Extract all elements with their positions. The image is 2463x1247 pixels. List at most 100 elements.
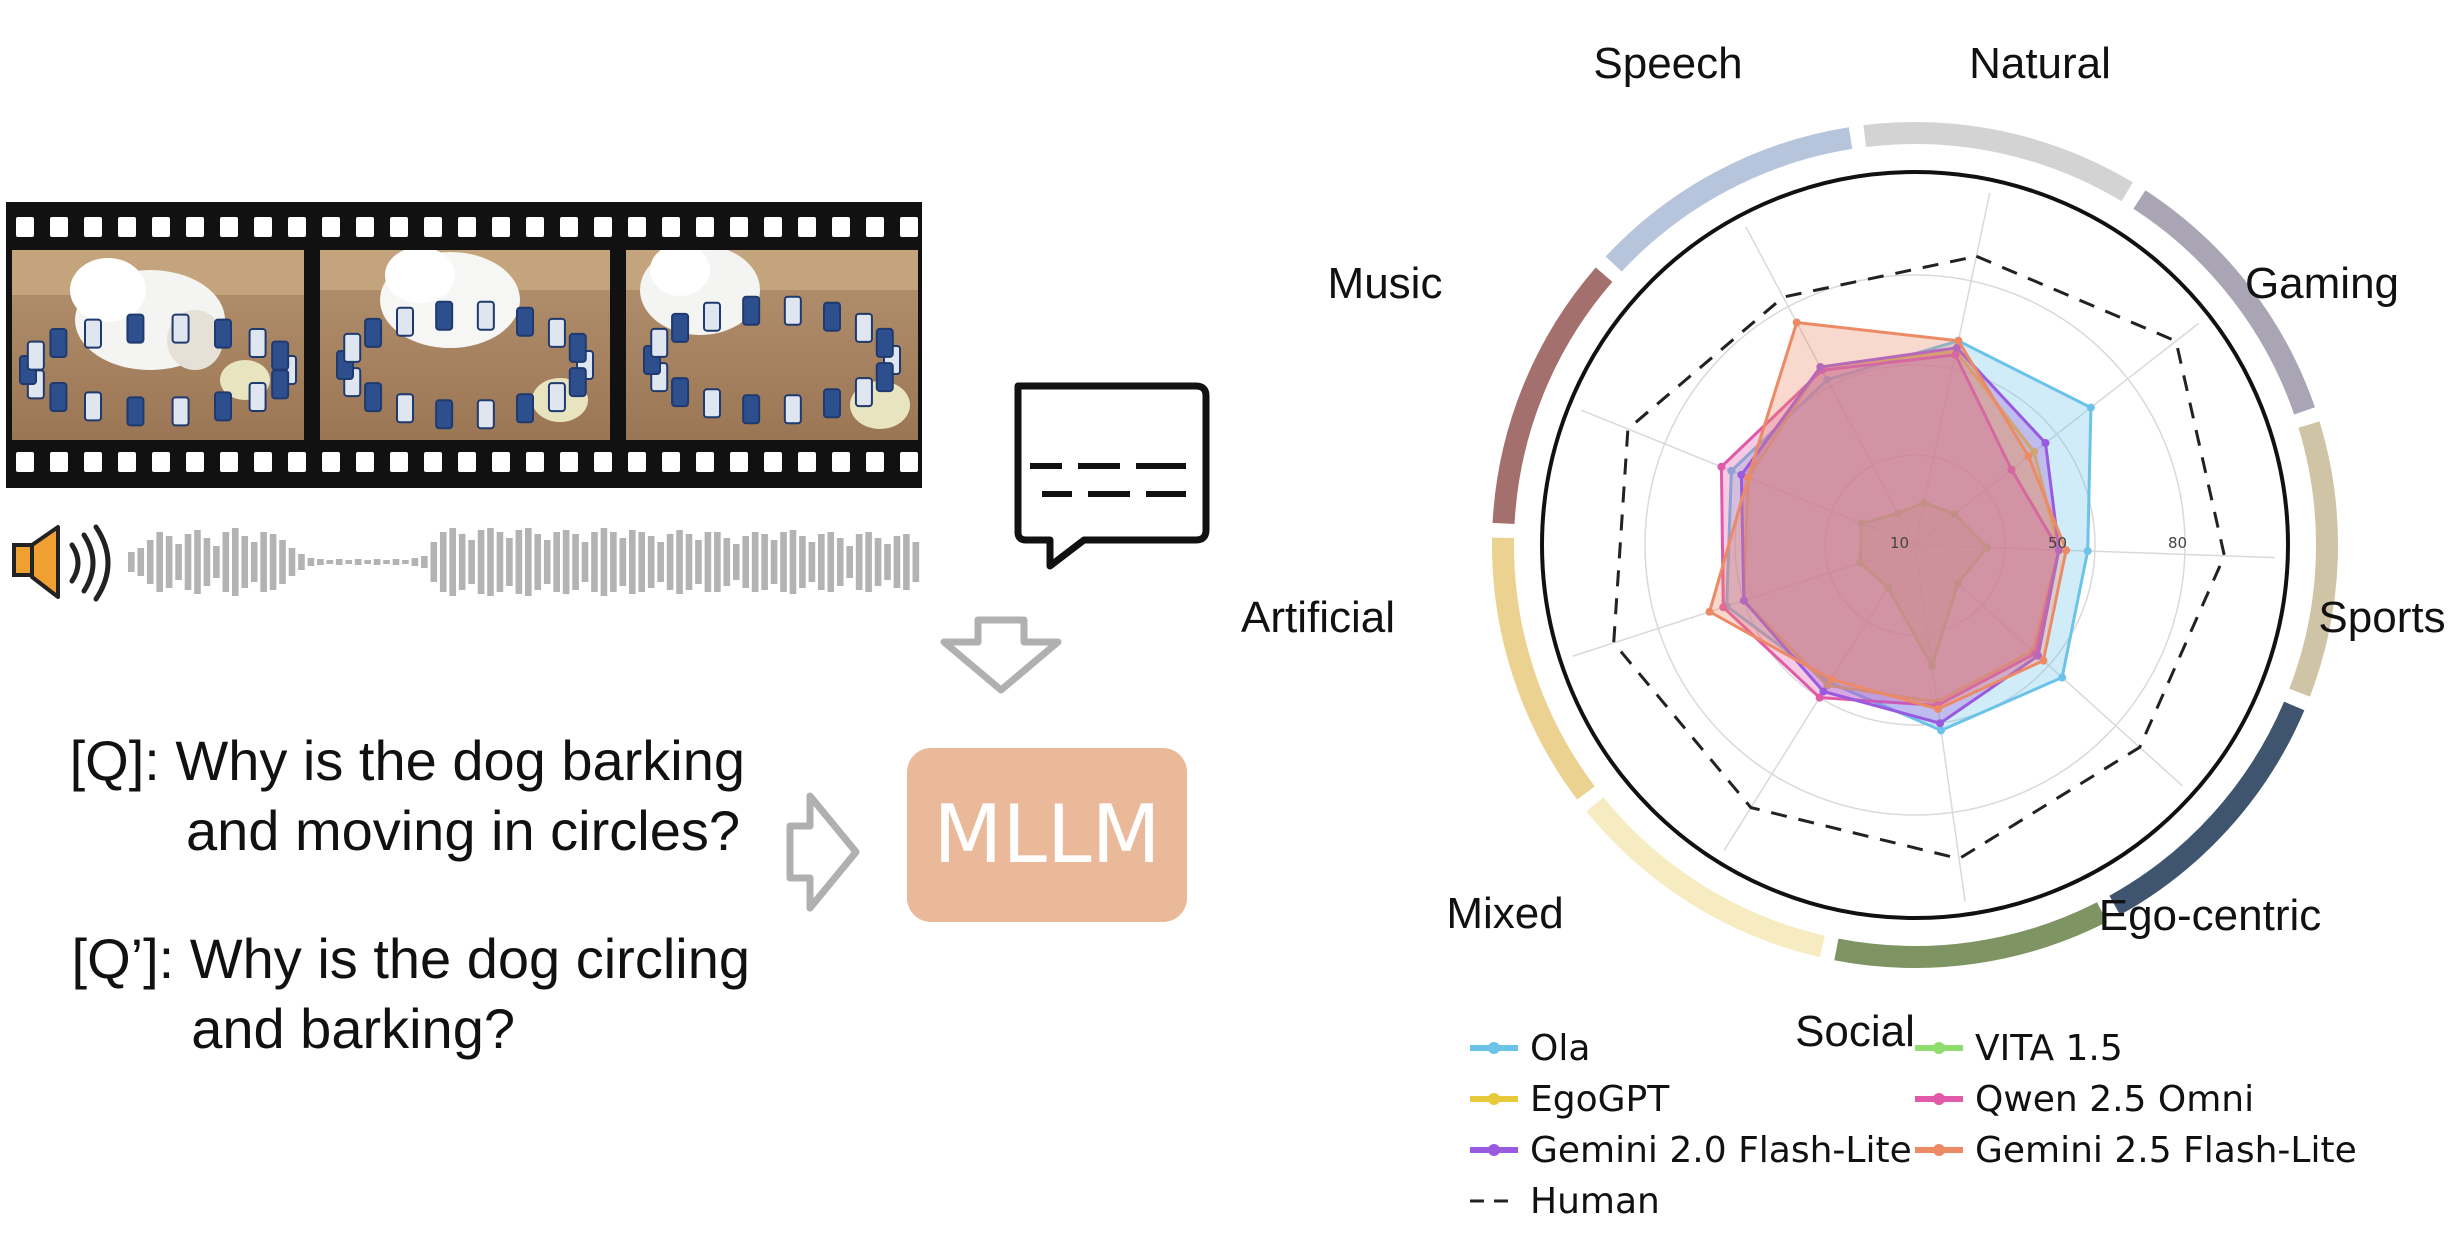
series-point: [1815, 693, 1824, 702]
perforation: [832, 452, 850, 472]
legend-item: EgoGPT: [1470, 1079, 1670, 1120]
waveform-bar: [827, 532, 835, 592]
waveform-bar: [666, 534, 674, 590]
category-label: Artificial: [1241, 593, 1395, 642]
series-vita-1-5: [1858, 501, 1990, 670]
waveform-bar: [732, 544, 740, 580]
waveform-bar: [137, 548, 145, 576]
perforation: [594, 217, 612, 237]
perforation: [322, 452, 340, 472]
can: [126, 313, 145, 344]
waveform-bar: [184, 534, 192, 590]
waveform-bar: [525, 528, 532, 596]
can: [396, 393, 414, 424]
waveform-bar: [628, 530, 636, 594]
grid-circle: [1644, 274, 2186, 816]
perforation: [254, 452, 272, 472]
waveform-bar: [298, 554, 305, 570]
category-label: Sports: [2318, 593, 2445, 642]
perforation: [492, 217, 510, 237]
can: [214, 318, 232, 349]
grid-spoke: [1914, 322, 2200, 546]
waveform-bar: [439, 532, 447, 592]
perforation: [900, 217, 918, 237]
waveform-bar: [146, 540, 154, 584]
can: [783, 295, 802, 326]
waveform-bar: [307, 558, 315, 566]
paraphrase-line-1: [Q’]: Why is the dog circling: [72, 927, 750, 990]
series-point: [1739, 596, 1748, 605]
perforation: [662, 452, 680, 472]
waveform-bar: [345, 560, 353, 564]
series-point: [1744, 473, 1753, 482]
waveform-bar: [241, 536, 249, 588]
perforation: [186, 452, 204, 472]
can: [26, 340, 45, 371]
waveform-bar: [156, 532, 163, 592]
grid-spoke: [1914, 544, 2275, 559]
series-point: [1919, 498, 1928, 507]
category-label: Ego-centric: [2099, 891, 2322, 940]
can: [854, 377, 873, 408]
video-frame-3: [626, 250, 918, 440]
series-point: [1952, 343, 1961, 352]
can: [568, 367, 587, 398]
perforation: [152, 452, 170, 472]
category-labels: NaturalGamingSportsEgo-centricSocialMixe…: [1241, 39, 2446, 1056]
waveform-bar: [647, 536, 655, 588]
can: [248, 328, 267, 359]
series-point: [1819, 687, 1828, 696]
legend-item: Human: [1470, 1181, 1660, 1222]
can: [742, 295, 761, 326]
question-line-2: and moving in circles?: [186, 799, 740, 862]
cans-layer: [19, 295, 901, 430]
waveform-bar: [534, 534, 542, 590]
can: [671, 312, 690, 343]
category-ring: [1492, 122, 2338, 968]
series-point: [1934, 704, 1943, 713]
series-gemini-2-5-flash-lite: [1707, 320, 2068, 711]
perforation: [560, 217, 578, 237]
series-point: [1936, 719, 1945, 728]
grid-spoke: [1745, 226, 1916, 546]
legend-item: Gemini 2.5 Flash-Lite: [1915, 1130, 2357, 1171]
waveform-bar: [203, 538, 211, 586]
question-line-1: [Q]: Why is the dog barking: [70, 729, 745, 792]
can: [84, 318, 102, 349]
category-label: Mixed: [1446, 889, 1563, 938]
waveform-bar: [610, 532, 617, 592]
audio-waveform: [128, 528, 920, 596]
waveform-bar: [799, 536, 806, 588]
series-point: [2034, 651, 2043, 660]
perforation: [594, 452, 612, 472]
waveform-bar: [780, 532, 787, 592]
can: [271, 369, 290, 400]
series-point: [1856, 558, 1865, 567]
can: [671, 377, 690, 408]
waveform-bar: [846, 546, 853, 578]
subtitle-bubble-icon: [1014, 382, 1210, 570]
category-ring-segment: [2289, 421, 2338, 697]
series-point: [1954, 336, 1963, 345]
perforation: [798, 452, 816, 472]
grid-spoke: [1914, 192, 1991, 546]
series-point: [1719, 603, 1728, 612]
waveform-bar: [818, 534, 825, 590]
can: [364, 382, 383, 413]
can: [875, 327, 894, 358]
series-human: [1612, 254, 2226, 861]
perforation: [662, 217, 680, 237]
waveform-bar: [194, 530, 201, 594]
legend-item: Qwen 2.5 Omni: [1915, 1079, 2254, 1120]
can: [568, 332, 587, 363]
waveform-bar: [893, 536, 901, 588]
legend-label: EgoGPT: [1530, 1079, 1670, 1120]
perforation: [458, 217, 476, 237]
waveform-bar: [657, 542, 664, 582]
series-point: [1857, 519, 1866, 528]
can: [396, 306, 414, 337]
category-ring-segment: [1834, 902, 2108, 968]
can: [854, 312, 873, 343]
mllm-box: MLLM: [907, 748, 1187, 922]
perforation: [152, 217, 170, 237]
